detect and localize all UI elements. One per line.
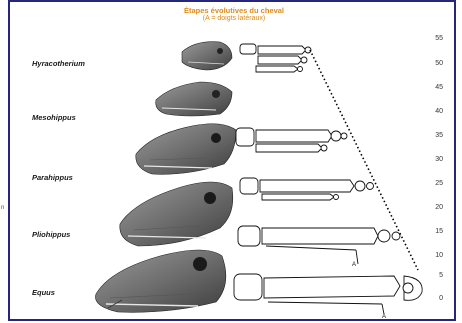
foot-hyracotherium bbox=[240, 44, 311, 72]
edge-mark: n bbox=[1, 205, 4, 211]
figure-frame: Étapes évolutives du cheval (A = doigts … bbox=[8, 0, 456, 321]
skull-pliohippus bbox=[120, 182, 233, 246]
foot-equus bbox=[234, 274, 422, 314]
digit-label: A bbox=[382, 314, 386, 320]
skull-mesohippus bbox=[156, 82, 232, 116]
illustration: A A bbox=[10, 2, 458, 323]
foot-mesohippus bbox=[236, 128, 347, 152]
digit-label: A bbox=[352, 262, 356, 268]
skull-hyracotherium bbox=[182, 42, 232, 70]
skull-equus bbox=[95, 250, 225, 312]
foot-parahippus bbox=[240, 178, 374, 200]
foot-pliohippus bbox=[238, 226, 400, 264]
skull-parahippus bbox=[136, 124, 236, 175]
